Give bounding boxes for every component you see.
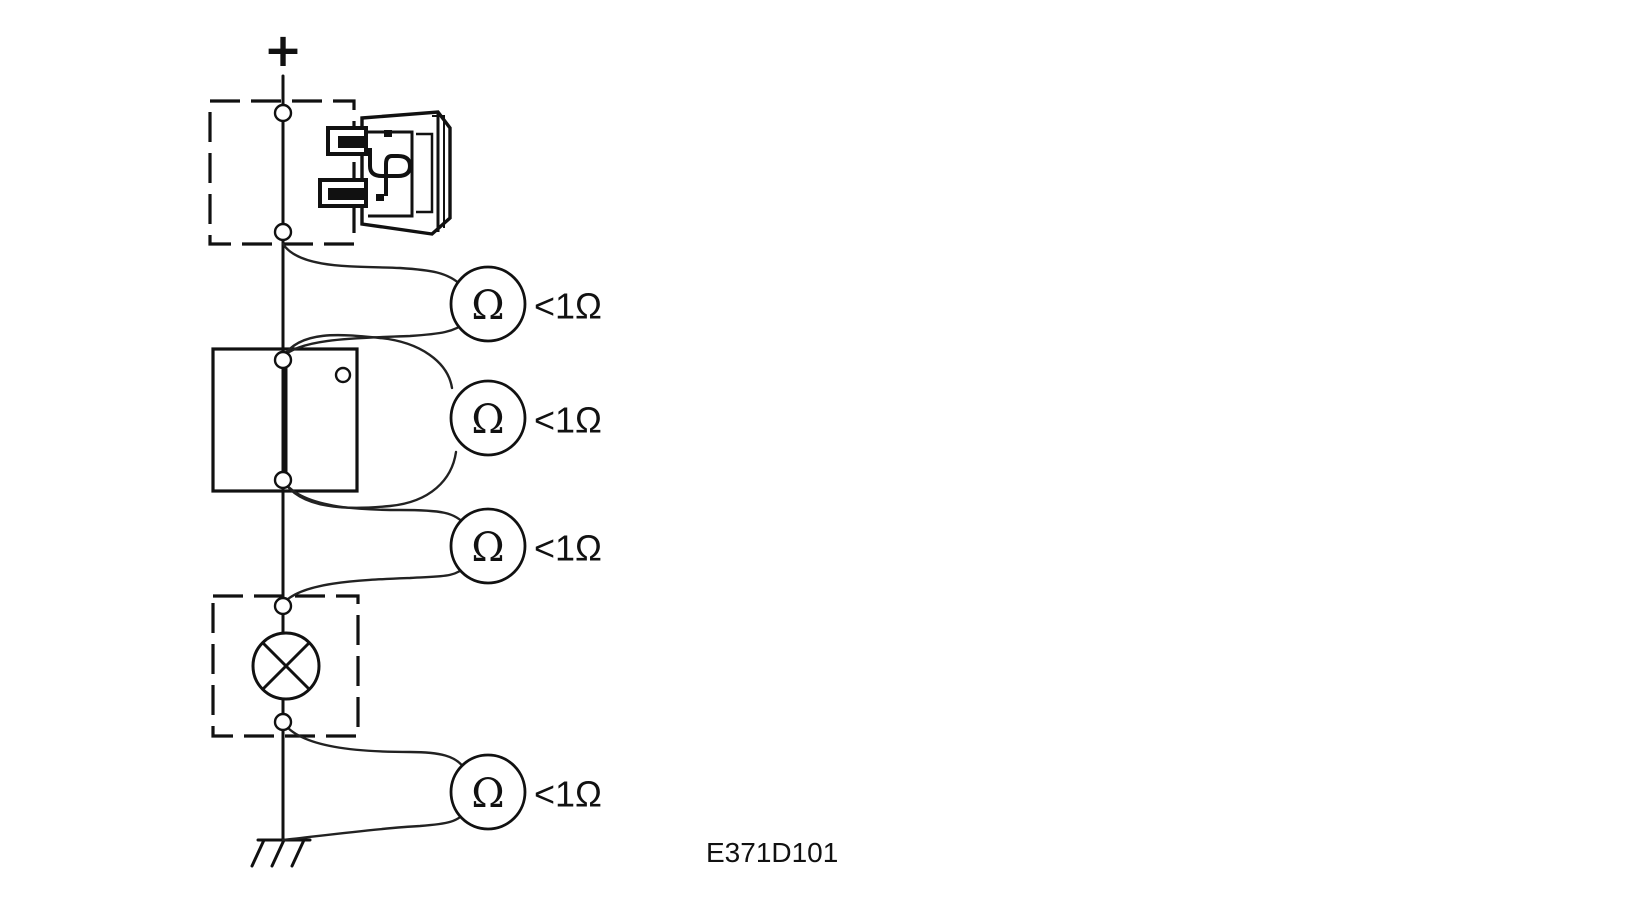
fuse-holder-box xyxy=(208,99,356,246)
meter-reading-1: <1Ω xyxy=(534,286,602,327)
meter-reading-4: <1Ω xyxy=(534,774,602,815)
ohmmeter-1: Ω <1Ω xyxy=(449,265,602,343)
ground-icon xyxy=(250,838,312,868)
ohmmeter-3: Ω <1Ω xyxy=(449,507,602,585)
ohmmeter-2: Ω <1Ω xyxy=(449,379,602,457)
switch-box xyxy=(211,347,359,493)
bulb-icon xyxy=(251,631,321,701)
ohm-symbol: Ω xyxy=(471,525,504,571)
lamp-holder-box xyxy=(211,594,360,738)
meter-reading-2: <1Ω xyxy=(534,400,602,441)
figure-reference: E371D101 xyxy=(706,837,838,868)
ohmmeter-4: Ω <1Ω xyxy=(449,753,602,831)
blade-fuse-icon xyxy=(318,110,452,236)
meter-reading-3: <1Ω xyxy=(534,528,602,569)
ohm-symbol: Ω xyxy=(471,771,504,817)
ohm-symbol: Ω xyxy=(471,397,504,443)
ohm-symbol: Ω xyxy=(471,283,504,329)
terminals xyxy=(273,103,293,732)
meter-leads xyxy=(281,242,468,842)
positive-supply-symbol: + xyxy=(264,23,303,77)
